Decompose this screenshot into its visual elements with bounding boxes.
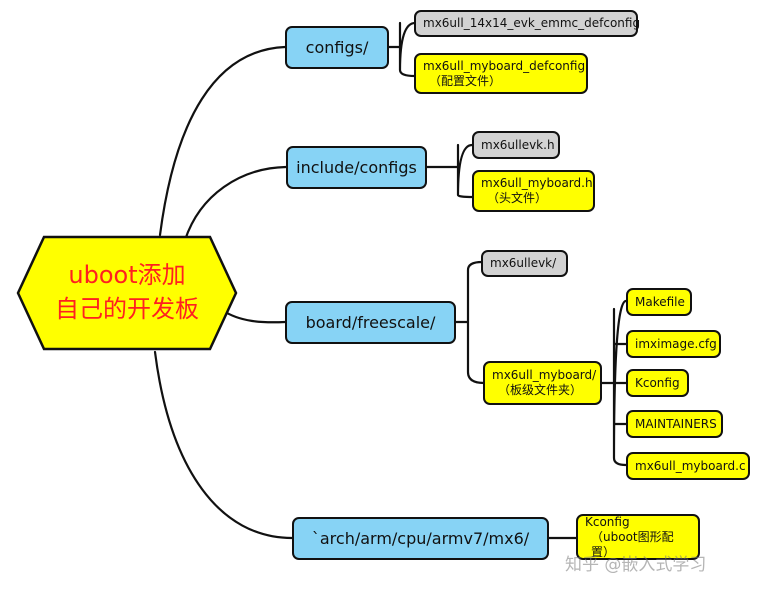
leaf-mx6ullevk-dir-label: mx6ullevk/ xyxy=(490,256,557,270)
root-label: uboot添加 自己的开发板 xyxy=(16,235,238,351)
file-kconfig-label: Kconfig xyxy=(635,375,680,390)
leaf-myboard-defconfig-note: （配置文件） xyxy=(429,73,502,88)
root-node[interactable]: uboot添加 自己的开发板 xyxy=(16,235,238,351)
leaf-myboard-defconfig-label: mx6ull_myboard_defconfig xyxy=(423,58,586,73)
file-maintainers[interactable]: MAINTAINERS xyxy=(626,410,723,438)
leaf-evk-defconfig-label: mx6ull_14x14_evk_emmc_defconfig xyxy=(423,16,641,30)
leaf-myboard-h[interactable]: mx6ull_myboard.h （头文件） xyxy=(472,170,595,212)
leaf-myboard-dir-note: （板级文件夹） xyxy=(498,383,583,397)
branch-arch-label: `arch/arm/cpu/armv7/mx6/ xyxy=(311,528,530,548)
file-kconfig[interactable]: Kconfig xyxy=(626,369,689,397)
file-imximage-cfg[interactable]: imximage.cfg xyxy=(626,330,721,358)
root-label-line1: uboot添加 xyxy=(68,261,186,290)
branch-include-configs[interactable]: include/configs xyxy=(286,146,427,189)
branch-configs[interactable]: configs/ xyxy=(285,26,389,69)
branch-include-label: include/configs xyxy=(296,157,417,177)
leaf-mx6ullevk-dir[interactable]: mx6ullevk/ xyxy=(481,250,568,277)
leaf-arch-kconfig-label: Kconfig xyxy=(585,514,630,529)
connector-root-include xyxy=(183,165,288,242)
file-imximage-cfg-label: imximage.cfg xyxy=(635,336,717,351)
file-myboard-c-label: mx6ull_myboard.c xyxy=(635,458,746,473)
connector-root-arch xyxy=(153,350,294,540)
connector-include-children xyxy=(425,143,475,199)
leaf-arch-kconfig-note: （uboot图形配置） xyxy=(591,529,674,559)
leaf-myboard-h-label: mx6ull_myboard.h xyxy=(481,176,593,190)
file-makefile-label: Makefile xyxy=(635,294,685,309)
file-makefile[interactable]: Makefile xyxy=(626,288,692,316)
leaf-evk-defconfig[interactable]: mx6ull_14x14_evk_emmc_defconfig xyxy=(414,10,641,37)
branch-configs-label: configs/ xyxy=(305,37,369,57)
leaf-myboard-dir[interactable]: mx6ull_myboard/ （板级文件夹） xyxy=(483,361,602,405)
branch-board-freescale[interactable]: board/freescale/ xyxy=(285,301,456,344)
connector-board-children xyxy=(454,260,486,385)
root-label-line2: 自己的开发板 xyxy=(55,295,199,323)
connector-myboard-files xyxy=(600,299,628,467)
leaf-mx6ullevk-h[interactable]: mx6ullevk.h xyxy=(472,131,560,159)
connector-configs-children xyxy=(387,21,417,78)
leaf-mx6ullevk-h-label: mx6ullevk.h xyxy=(481,137,555,152)
branch-board-label: board/freescale/ xyxy=(305,312,436,332)
connector-root-configs xyxy=(158,45,287,237)
leaf-myboard-h-note: （头文件） xyxy=(487,191,548,205)
leaf-arch-kconfig[interactable]: Kconfig （uboot图形配置） xyxy=(576,514,700,560)
file-maintainers-label: MAINTAINERS xyxy=(635,416,717,431)
branch-arch-mx6[interactable]: `arch/arm/cpu/armv7/mx6/ xyxy=(292,517,549,560)
leaf-myboard-dir-label: mx6ull_myboard/ xyxy=(492,368,597,382)
file-myboard-c[interactable]: mx6ull_myboard.c xyxy=(626,452,750,480)
root-hexagon-shape xyxy=(16,235,238,351)
leaf-myboard-defconfig[interactable]: mx6ull_myboard_defconfig （配置文件） xyxy=(414,53,588,94)
watermark-text: 知乎 @嵌入式学习 xyxy=(565,555,707,575)
